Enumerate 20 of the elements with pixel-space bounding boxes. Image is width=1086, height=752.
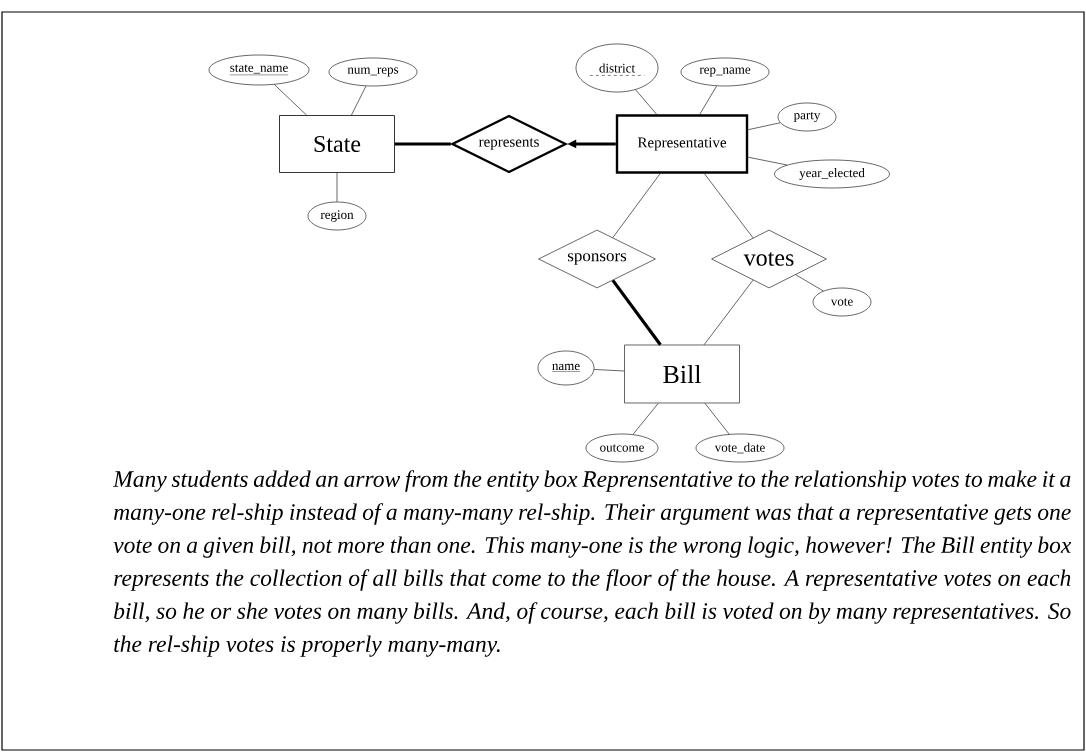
- connector: [611, 279, 662, 346]
- connector: [336, 172, 338, 202]
- connector: [394, 142, 451, 146]
- connector: [635, 89, 657, 115]
- connector: [274, 84, 307, 116]
- connector: [593, 369, 625, 372]
- caption: Many students added an arrow from the entity box Reprensentative to the relationship votes to make it a many-one rel-ship instead of a many-many rel-ship. Their argument was that a representative gets one vote on a given bill, not more than one. This many-one is the wrong logic, however! The Bill entity box represents the collection of all bills that come to the floor of the house. A representative votes on each bill, so he or she votes on many bills. And, of course, each bill is voted on by many representatives. So the rel-ship votes is properly many-many.: [112, 470, 1072, 657]
- connector: [704, 173, 754, 239]
- entity-box: Bill: [624, 344, 740, 404]
- entity-box: Representative: [615, 114, 749, 174]
- connector: [351, 85, 367, 116]
- connector: [795, 274, 824, 292]
- connector: [747, 156, 788, 166]
- connector: [632, 403, 659, 435]
- connector: [747, 122, 781, 130]
- connector: [703, 279, 754, 345]
- connector: [699, 85, 717, 115]
- connector: [704, 403, 730, 435]
- entity-box: State: [279, 115, 395, 173]
- connector: [612, 173, 661, 238]
